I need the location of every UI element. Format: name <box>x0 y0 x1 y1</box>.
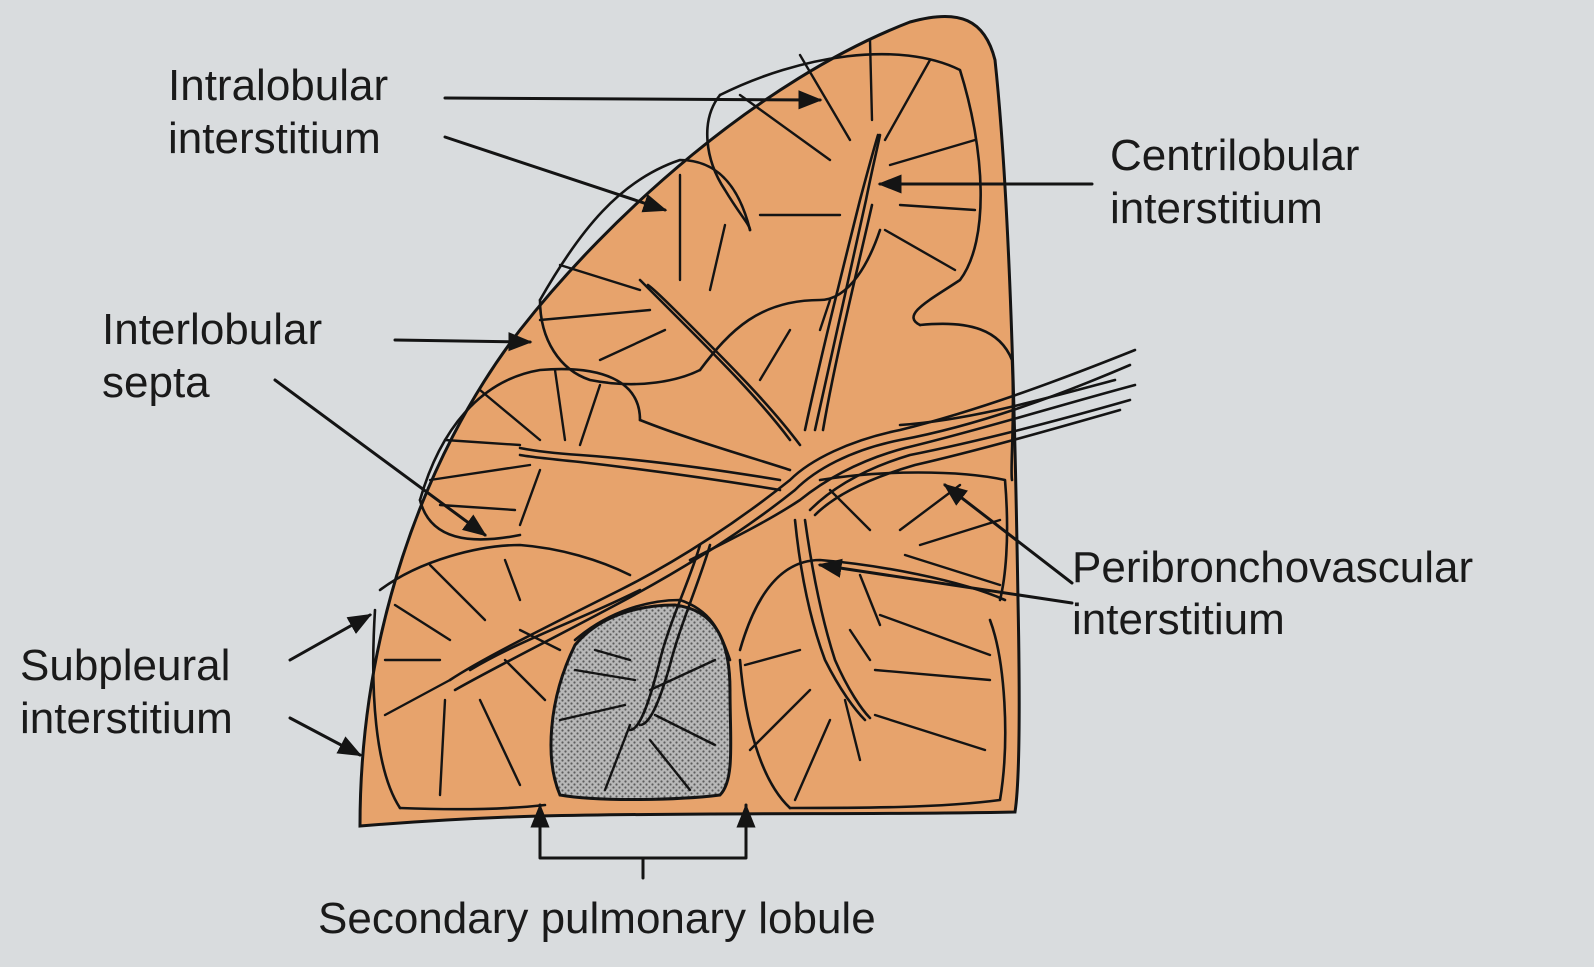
label-centrilobular-line1: Centrilobular <box>1110 131 1359 180</box>
label-subpleural-line1: Subpleural <box>20 641 230 690</box>
label-peribronchovascular-line1: Peribronchovascular <box>1072 543 1473 592</box>
interlobular-leader-1 <box>395 340 530 342</box>
label-interlobular-line2: septa <box>102 358 210 407</box>
label-intralobular-line1: Intralobular <box>168 61 388 110</box>
label-intralobular-line2: interstitium <box>168 114 381 163</box>
intralobular-leader-2 <box>445 137 665 210</box>
intralobular-leader-1 <box>445 98 820 100</box>
label-interlobular-line1: Interlobular <box>102 305 322 354</box>
label-secondary-lobule: Secondary pulmonary lobule <box>318 894 876 943</box>
subpleural-leader-1 <box>290 615 370 660</box>
label-centrilobular-line2: interstitium <box>1110 184 1323 233</box>
label-subpleural-line2: interstitium <box>20 694 233 743</box>
label-peribronchovascular-line2: interstitium <box>1072 595 1285 644</box>
subpleural-leader-2 <box>290 718 360 755</box>
